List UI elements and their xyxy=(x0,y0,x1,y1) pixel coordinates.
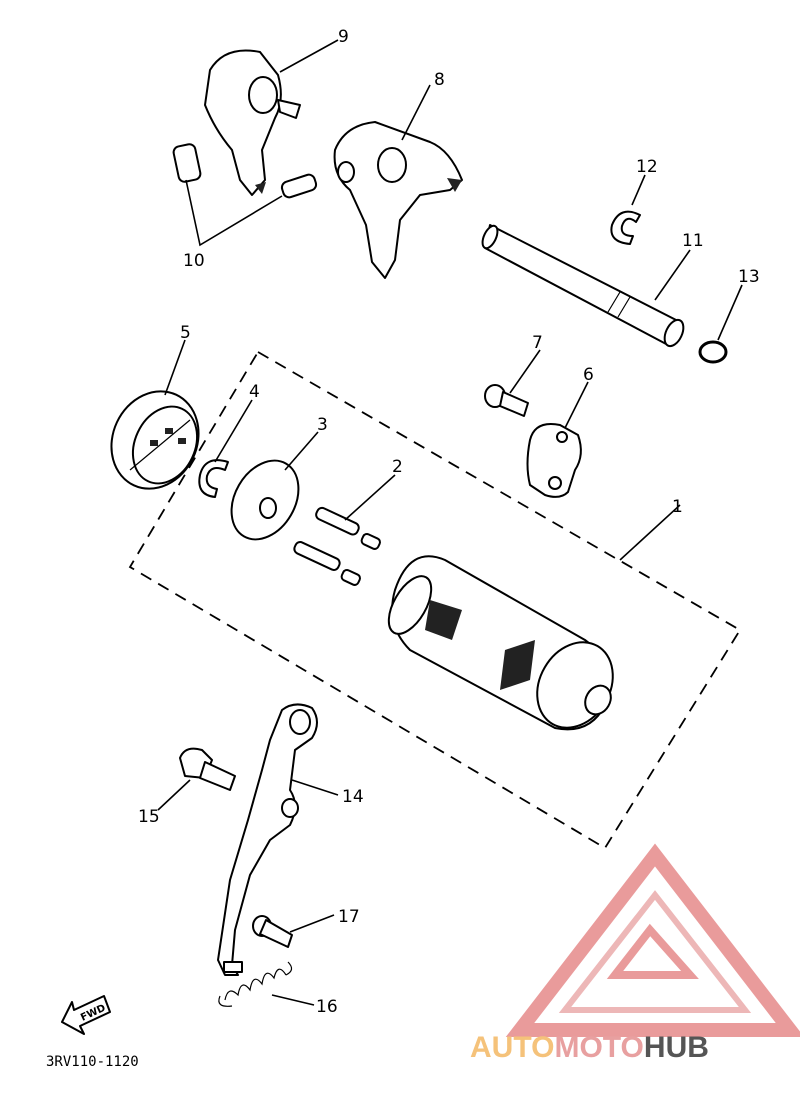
callout-6: 6 xyxy=(583,365,594,385)
spring-16 xyxy=(218,961,293,1007)
callout-2: 2 xyxy=(392,457,403,477)
callout-15: 15 xyxy=(138,807,160,827)
callout-14: 14 xyxy=(342,787,364,807)
bolt-7 xyxy=(484,384,529,417)
callout-16: 16 xyxy=(316,997,338,1017)
brand-hub: HUB xyxy=(644,1031,709,1064)
watermark-logo xyxy=(505,843,800,1037)
callout-10: 10 xyxy=(183,251,205,271)
brand-auto: AUTO xyxy=(470,1031,554,1064)
assembly-boundary xyxy=(128,350,742,850)
washer-3 xyxy=(230,459,300,541)
shift-fork-9 xyxy=(204,49,301,196)
fwd-arrow-icon: FWD xyxy=(61,995,111,1035)
callout-1: 1 xyxy=(672,497,683,517)
callout-7: 7 xyxy=(532,333,543,353)
brand-moto: MOTO xyxy=(554,1031,643,1064)
callout-11: 11 xyxy=(682,231,704,251)
shift-lever-14 xyxy=(217,703,318,976)
callout-3: 3 xyxy=(317,415,328,435)
circlip-4 xyxy=(198,459,229,498)
bolt-15 xyxy=(179,747,236,791)
watermark-text: AUTOMOTOHUB xyxy=(470,1031,709,1064)
shift-fork-8 xyxy=(333,121,463,279)
part-code: 3RV110-1120 xyxy=(46,1054,139,1070)
callout-4: 4 xyxy=(249,382,260,402)
bolt-17 xyxy=(252,915,293,948)
callout-17: 17 xyxy=(338,907,360,927)
pins-2 xyxy=(293,506,381,586)
bearing-5 xyxy=(110,390,200,490)
callout-numbers: 9 8 12 10 11 13 5 7 6 4 3 2 1 14 15 17 1… xyxy=(138,27,760,1017)
callout-9: 9 xyxy=(338,27,349,47)
callout-8: 8 xyxy=(434,70,445,90)
dowel-pins-10 xyxy=(172,143,318,199)
shift-drum-1 xyxy=(387,555,614,731)
callout-5: 5 xyxy=(180,323,191,343)
fork-shaft-11 xyxy=(481,224,685,348)
circlip-12 xyxy=(610,210,641,245)
callout-13: 13 xyxy=(738,267,760,287)
stopper-plate-6 xyxy=(526,423,582,498)
leader-lines xyxy=(157,39,743,1006)
callout-12: 12 xyxy=(636,157,658,177)
o-ring-13 xyxy=(698,340,728,364)
